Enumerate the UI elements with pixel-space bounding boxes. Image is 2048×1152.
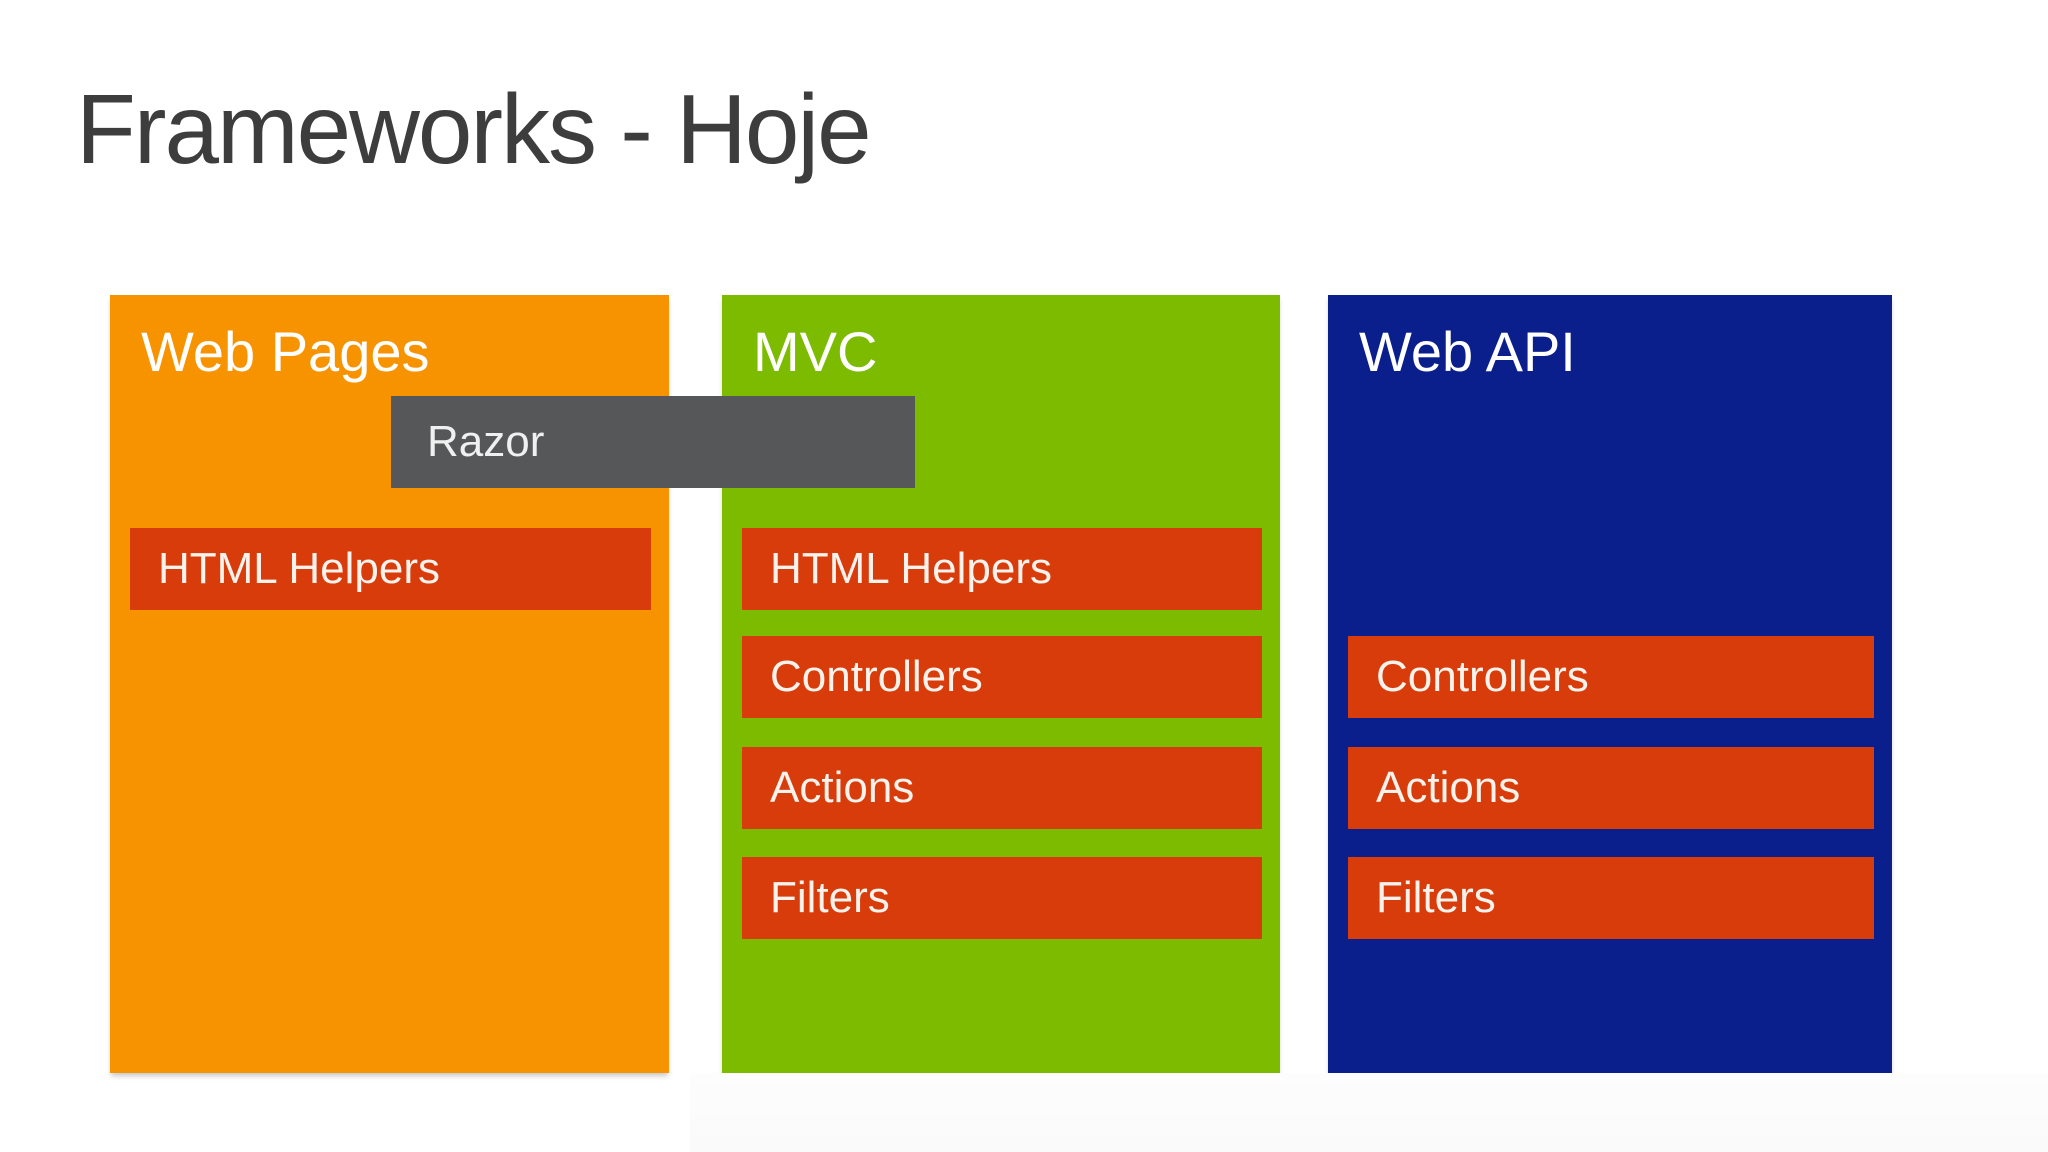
razor-label: Razor: [427, 417, 545, 466]
box-mvc-html-helpers: HTML Helpers: [742, 528, 1262, 610]
slide-title: Frameworks - Hoje: [76, 74, 872, 184]
box-mvc-controllers: Controllers: [742, 636, 1262, 718]
column-web-api-title: Web API: [1359, 320, 1576, 383]
box-web-pages-html-helpers: HTML Helpers: [130, 528, 651, 610]
box-mvc-actions: Actions: [742, 747, 1262, 829]
box-mvc-filters: Filters: [742, 857, 1262, 939]
column-web-api: Web API Controllers Actions Filters: [1328, 295, 1892, 1073]
box-web-api-actions: Actions: [1348, 747, 1874, 829]
razor-overlay-box: Razor: [391, 396, 915, 488]
column-mvc: MVC HTML Helpers Controllers Actions Fil…: [722, 295, 1280, 1073]
column-mvc-title: MVC: [753, 320, 878, 383]
box-web-api-controllers: Controllers: [1348, 636, 1874, 718]
box-web-api-filters: Filters: [1348, 857, 1874, 939]
background-shade: [690, 1073, 2048, 1152]
column-web-pages-title: Web Pages: [141, 320, 430, 383]
